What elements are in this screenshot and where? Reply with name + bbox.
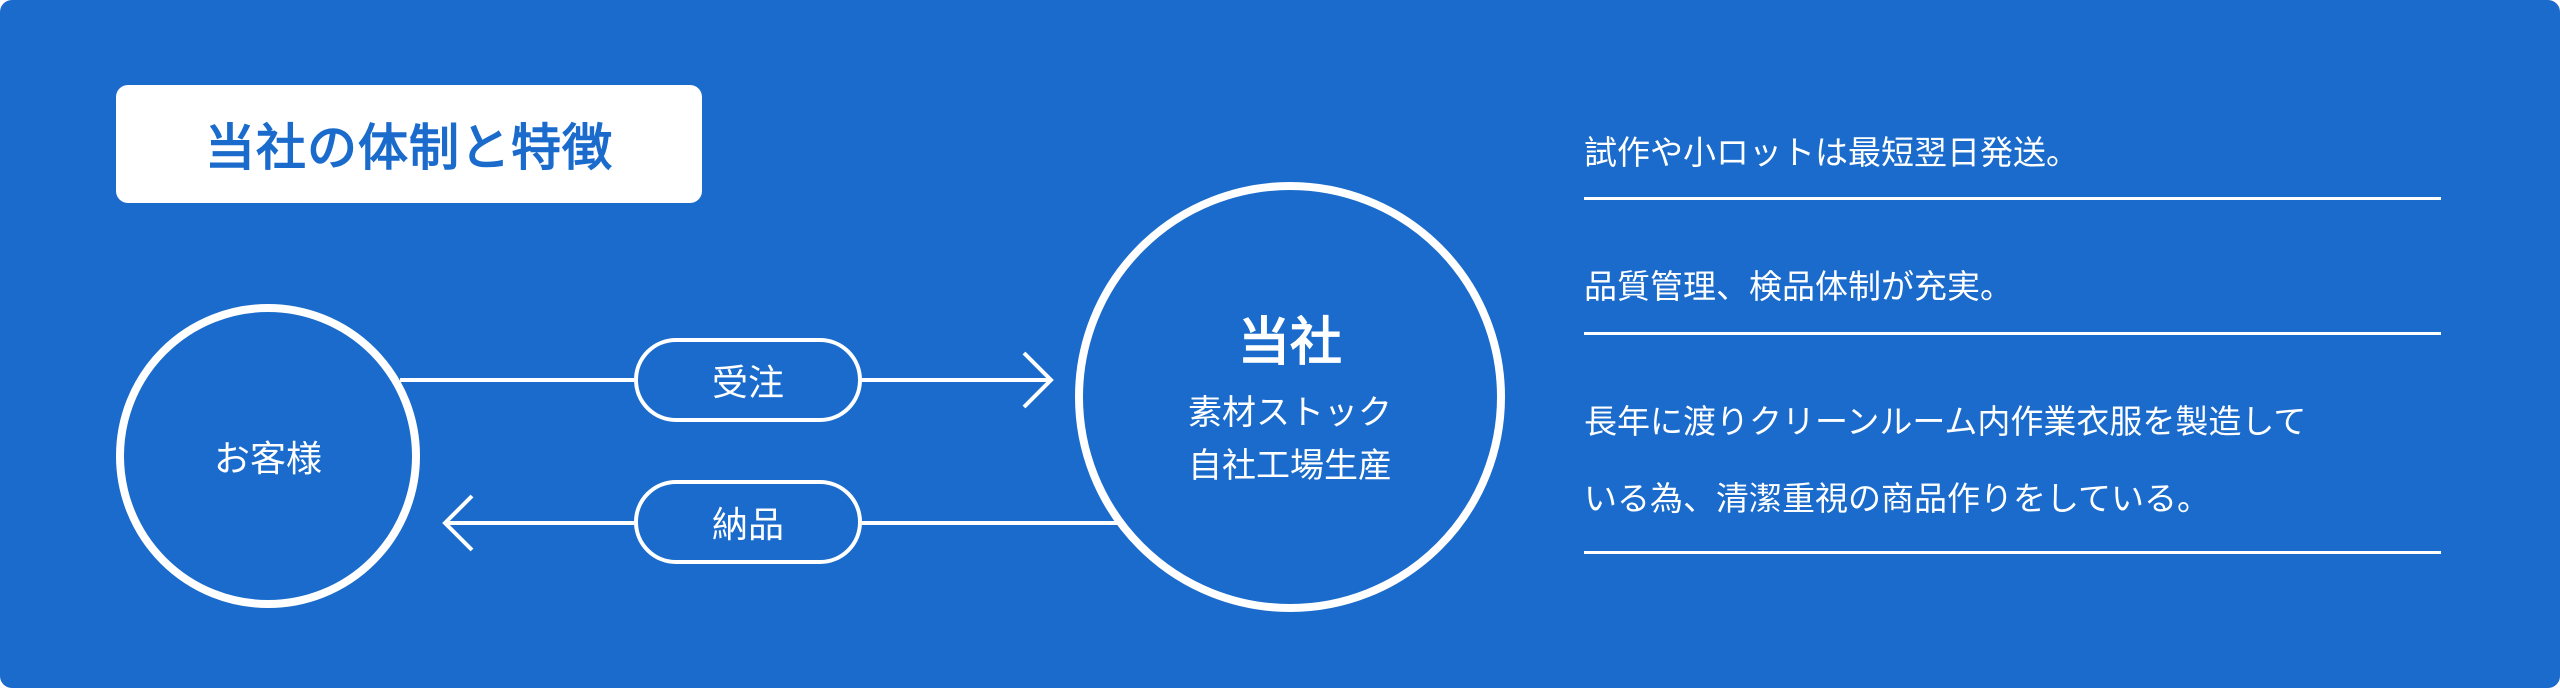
feature-3-line-2: いる為、清潔重視の商品作りをしている。 — [1584, 479, 2211, 518]
feature-divider-2 — [1584, 332, 2441, 335]
title-box: 当社の体制と特徴 — [116, 85, 702, 203]
order-label: 受注 — [711, 363, 784, 404]
feature-3-line-1: 長年に渡りクリーンルーム内作業衣服を製造して — [1584, 402, 2307, 441]
delivery-pill: 納品 — [634, 480, 862, 564]
customer-label: お客様 — [213, 439, 322, 480]
feature-3: 長年に渡りクリーンルーム内作業衣服を製造して いる為、清潔重視の商品作りをしてい… — [1584, 383, 2441, 537]
feature-divider-3 — [1584, 551, 2441, 554]
company-name: 当社 — [1237, 313, 1342, 373]
feature-1-line-1: 試作や小ロットは最短翌日発送。 — [1584, 133, 2079, 172]
feature-2: 品質管理、検品体制が充実。 — [1584, 248, 2441, 325]
company-detail-factory: 自社工場生産 — [1188, 446, 1392, 486]
arrow-right-icon — [1022, 351, 1054, 409]
feature-1: 試作や小ロットは最短翌日発送。 — [1584, 114, 2441, 191]
page-title: 当社の体制と特徴 — [205, 119, 613, 177]
company-detail-stock: 素材ストック — [1188, 393, 1392, 433]
delivery-label: 納品 — [711, 505, 784, 546]
arrow-left-icon — [442, 494, 474, 552]
feature-divider-1 — [1584, 197, 2441, 200]
feature-2-line-1: 品質管理、検品体制が充実。 — [1584, 267, 2013, 306]
customer-circle — [116, 304, 420, 608]
company-circle — [1075, 182, 1505, 612]
order-pill: 受注 — [634, 338, 862, 422]
